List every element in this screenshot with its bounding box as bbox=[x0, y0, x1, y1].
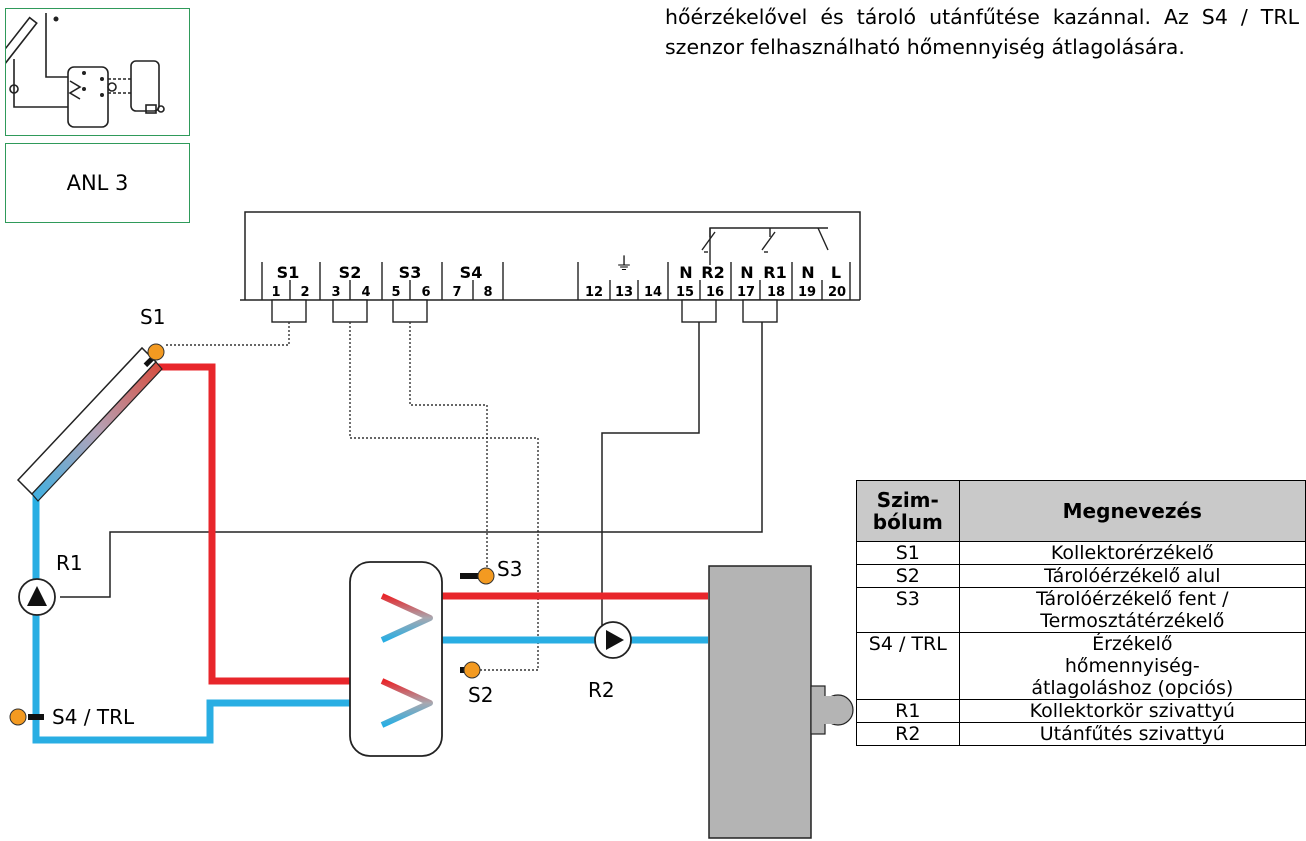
sensor-s3 bbox=[460, 567, 495, 585]
diagram-label-s1: S1 bbox=[140, 305, 165, 329]
terminal-20: 20 bbox=[828, 285, 846, 300]
pipe-collector-hot bbox=[153, 363, 395, 685]
plug-r1 bbox=[742, 299, 778, 323]
diagram-label-r1: R1 bbox=[56, 551, 83, 575]
diagram-label-s4-trl: S4 / TRL bbox=[52, 705, 135, 729]
legend-symbol: R2 bbox=[856, 722, 960, 746]
sensor-s4-trl bbox=[9, 708, 44, 726]
legend-symbol: S3 bbox=[856, 587, 960, 633]
cable-r1 bbox=[60, 322, 763, 598]
plug-s3 bbox=[392, 299, 428, 323]
label-r2: R2 bbox=[701, 263, 724, 282]
legend-symbol: S4 / TRL bbox=[856, 632, 960, 700]
legend-row: R1 Kollektorkör szivattyú bbox=[856, 699, 1306, 723]
legend-name: Kollektorérzékelő bbox=[958, 541, 1306, 565]
legend-symbol: R1 bbox=[856, 699, 960, 723]
terminal-6: 6 bbox=[421, 285, 430, 300]
label-n2: N bbox=[740, 263, 753, 282]
intro-line-1: hőérzékelővel és tároló utánfűtése kazán… bbox=[665, 5, 1299, 29]
pump-r1 bbox=[18, 578, 56, 616]
terminal-19: 19 bbox=[798, 285, 816, 300]
label-s1: S1 bbox=[277, 263, 300, 282]
terminal-4: 4 bbox=[361, 285, 370, 300]
solar-collector bbox=[16, 346, 163, 502]
upper-coil bbox=[380, 593, 433, 643]
plug-s2 bbox=[332, 299, 368, 323]
terminal-18: 18 bbox=[767, 285, 785, 300]
pump-r2 bbox=[594, 621, 632, 659]
terminal-12: 12 bbox=[585, 285, 603, 300]
terminal-14: 14 bbox=[644, 285, 662, 300]
sensor-s1 bbox=[143, 343, 165, 368]
legend-name: Érzékelő hőmennyiség-átlagoláshoz (opció… bbox=[958, 632, 1306, 700]
terminal-17: 17 bbox=[737, 285, 755, 300]
label-s2: S2 bbox=[339, 263, 362, 282]
scheme-thumbnail-icon bbox=[0, 13, 165, 128]
label-s4: S4 bbox=[460, 263, 483, 282]
terminal-8: 8 bbox=[483, 285, 492, 300]
storage-tank bbox=[349, 561, 443, 757]
intro-line-2: szenzor felhasználható hőmennyiség átlag… bbox=[665, 35, 1185, 59]
terminal-3: 3 bbox=[331, 285, 340, 300]
terminal-1: 1 bbox=[271, 285, 280, 300]
legend-header-row: Szim- bólum Megnevezés bbox=[856, 480, 1306, 542]
legend-table: Szim- bólum Megnevezés S1 Kollektorérzék… bbox=[856, 480, 1306, 746]
legend-row: S3 Tárolóérzékelő fent / Termosztátérzék… bbox=[856, 587, 1306, 633]
cable-s2 bbox=[349, 322, 539, 671]
intro-paragraph: hőérzékelővel és tároló utánfűtése kazán… bbox=[665, 2, 1299, 62]
legend-name: Kollektorkör szivattyú bbox=[958, 699, 1306, 723]
ground-icon: ⏚ bbox=[615, 254, 633, 275]
diagram-label-s2: S2 bbox=[468, 683, 493, 707]
legend-row: S2 Tárolóérzékelő alul bbox=[856, 564, 1306, 588]
label-s3: S3 bbox=[399, 263, 422, 282]
label-l: L bbox=[831, 263, 841, 282]
scheme-label: ANL 3 bbox=[5, 143, 190, 223]
lower-coil bbox=[380, 678, 433, 728]
legend-name: Tárolóérzékelő fent / Termosztátérzékelő bbox=[958, 587, 1306, 633]
terminal-16: 16 bbox=[706, 285, 724, 300]
boiler bbox=[708, 565, 854, 839]
terminal-15: 15 bbox=[676, 285, 694, 300]
label-r1: R1 bbox=[763, 263, 786, 282]
legend-header-symbol: Szim- bólum bbox=[856, 480, 960, 542]
legend-header-name: Megnevezés bbox=[958, 480, 1306, 542]
legend-symbol: S1 bbox=[856, 541, 960, 565]
diagram-label-r2: R2 bbox=[588, 678, 615, 702]
terminal-7: 7 bbox=[452, 285, 461, 300]
plug-s1 bbox=[271, 299, 307, 323]
scheme-thumbnail bbox=[0, 8, 190, 136]
cable-s3 bbox=[409, 322, 488, 572]
legend-symbol: S2 bbox=[856, 564, 960, 588]
sensor-s2 bbox=[460, 661, 481, 679]
diagram-label-s3: S3 bbox=[497, 557, 522, 581]
terminal-5: 5 bbox=[391, 285, 400, 300]
terminal-2: 2 bbox=[300, 285, 309, 300]
label-n1: N bbox=[679, 263, 692, 282]
cable-s1 bbox=[166, 322, 290, 346]
legend-row: R2 Utánfűtés szivattyú bbox=[856, 722, 1306, 746]
terminal-13: 13 bbox=[615, 285, 633, 300]
label-n3: N bbox=[801, 263, 814, 282]
legend-name: Utánfűtés szivattyú bbox=[958, 722, 1306, 746]
cable-r2 bbox=[601, 322, 700, 650]
legend-name: Tárolóérzékelő alul bbox=[958, 564, 1306, 588]
legend-row: S1 Kollektorérzékelő bbox=[856, 541, 1306, 565]
plug-r2 bbox=[681, 299, 717, 323]
pipe-collector-cold bbox=[32, 482, 395, 744]
legend-row: S4 / TRL Érzékelő hőmennyiség-átlagolásh… bbox=[856, 632, 1306, 700]
